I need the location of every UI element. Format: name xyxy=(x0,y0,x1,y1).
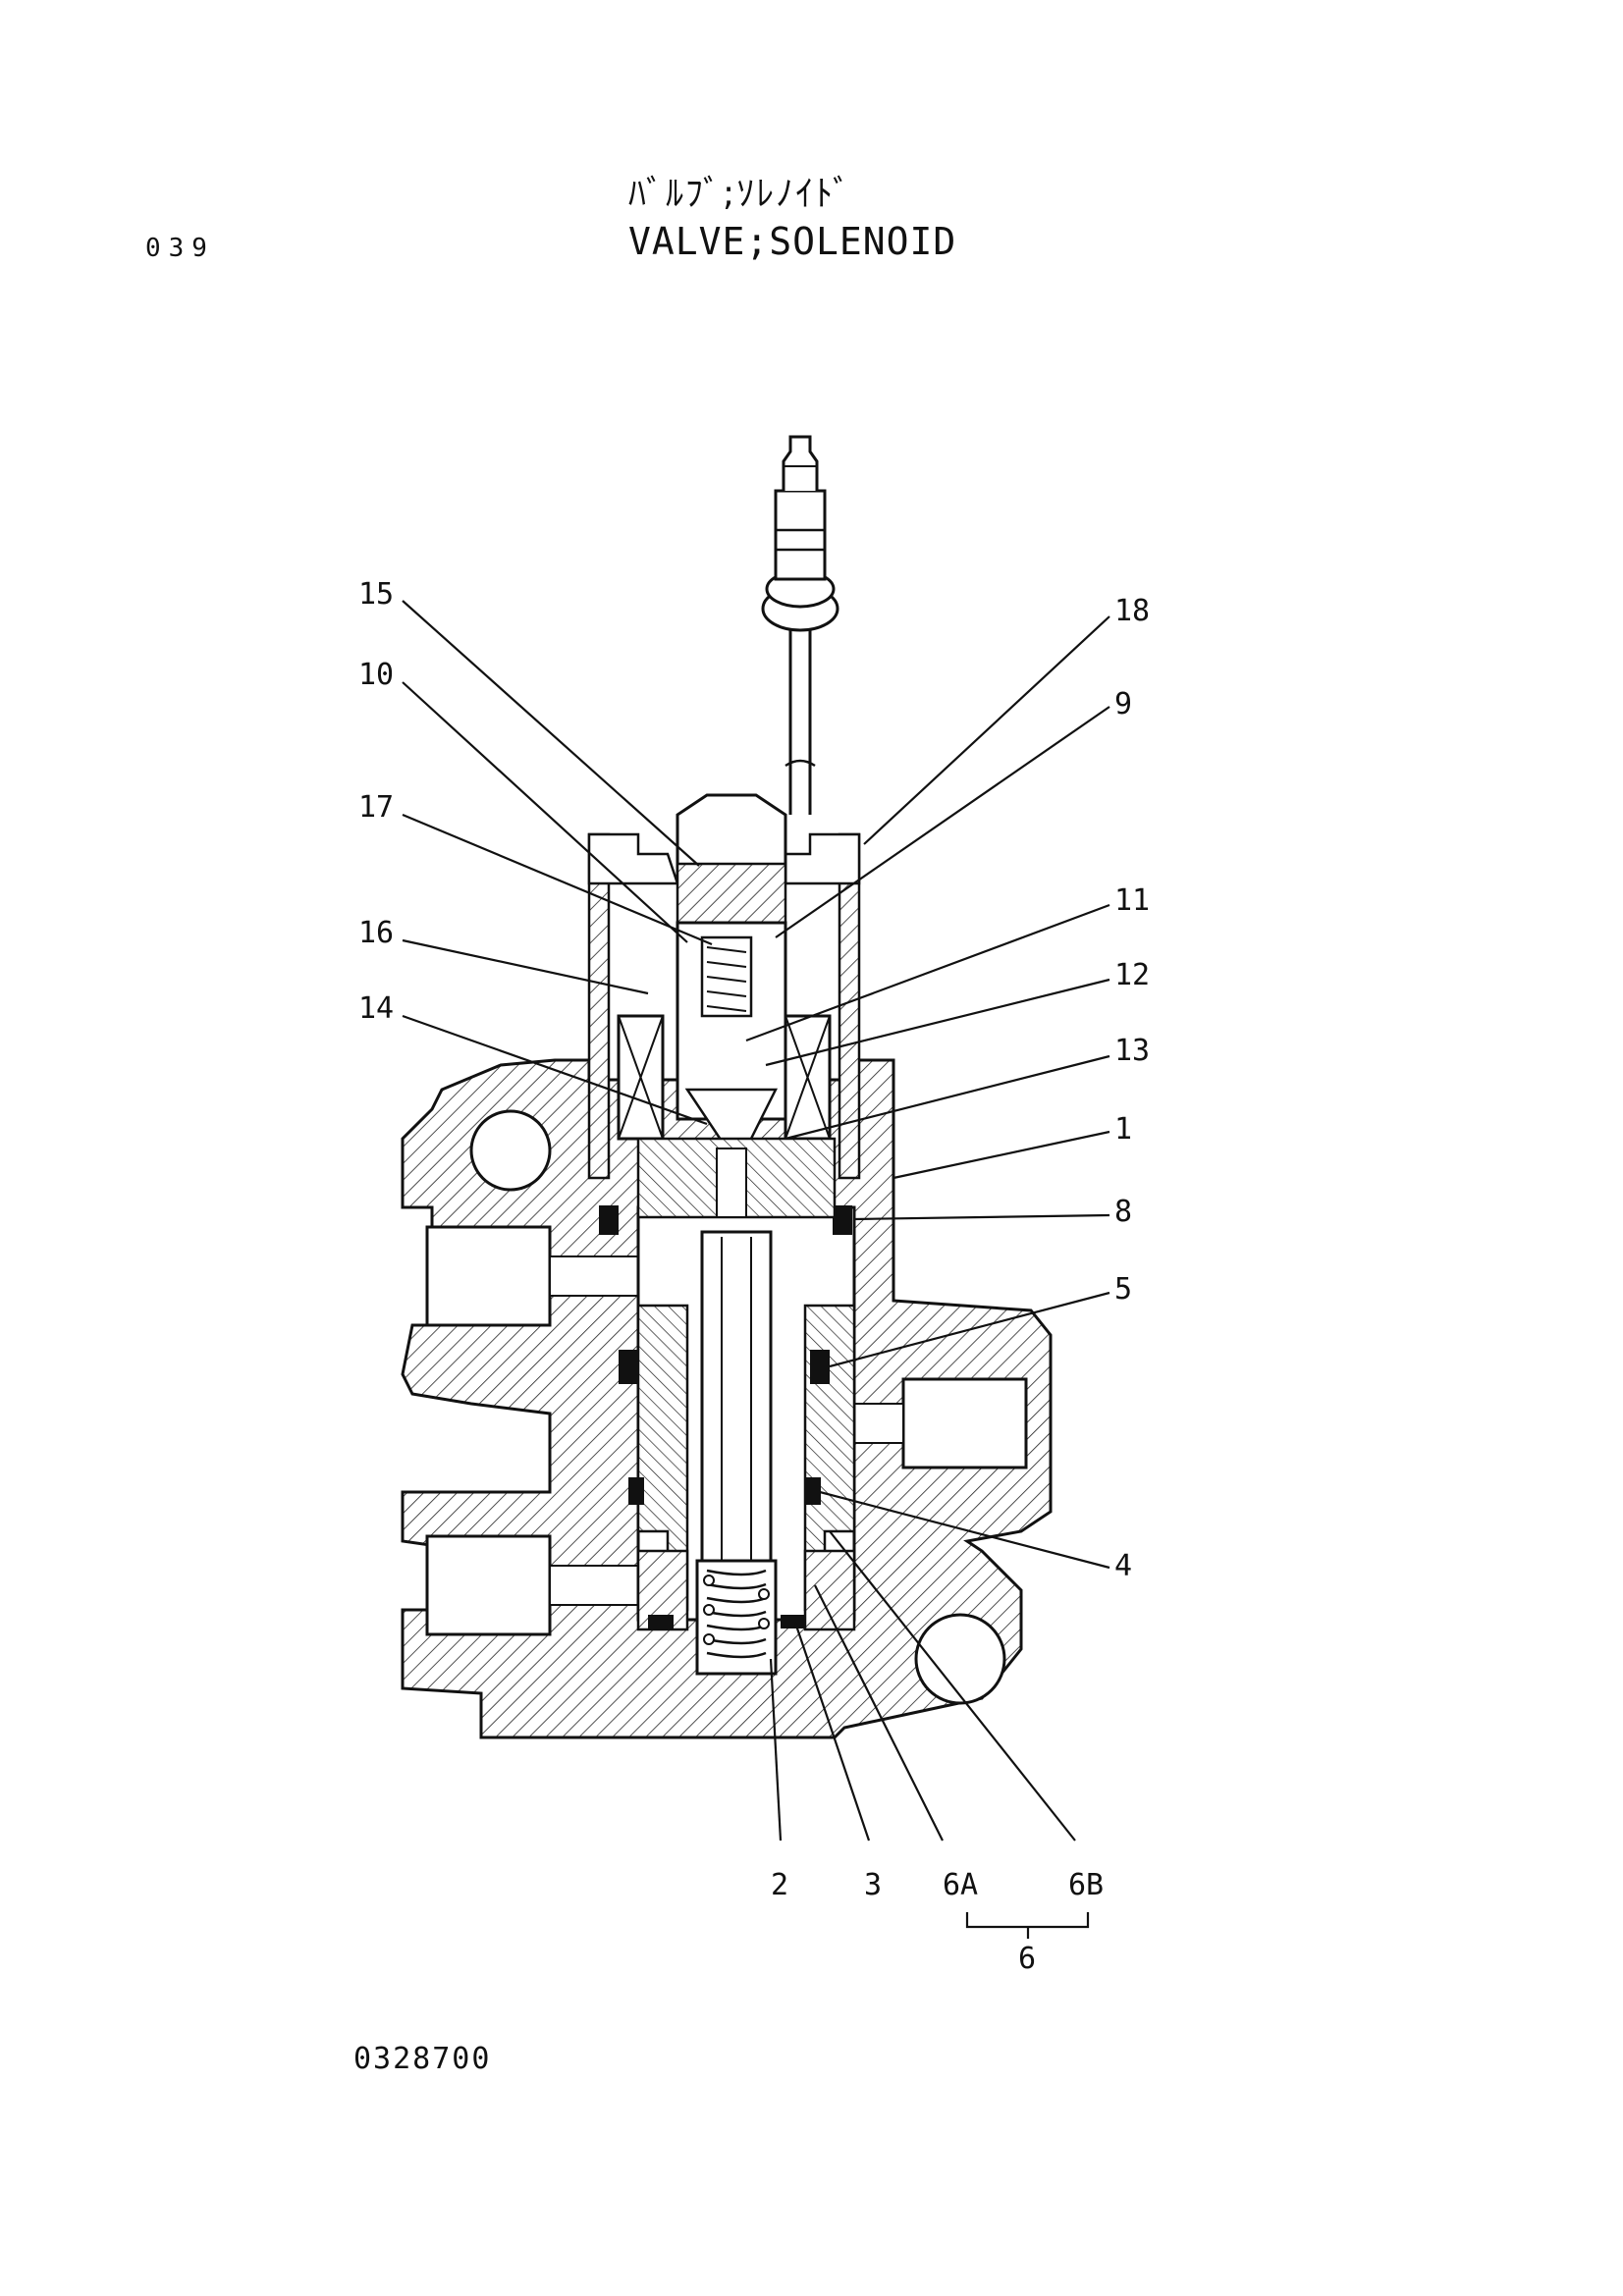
spool xyxy=(695,1230,778,1676)
o-ring-3-right xyxy=(781,1615,806,1629)
callout-11: 11 xyxy=(1114,883,1150,918)
bolt-hole-top xyxy=(469,1109,552,1192)
o-ring-5-right xyxy=(810,1350,830,1384)
callout-17: 17 xyxy=(358,790,394,825)
callout-3: 3 xyxy=(864,1868,882,1902)
callout-5: 5 xyxy=(1114,1272,1132,1307)
callout-labels: 15 10 17 16 14 18 9 11 12 13 1 8 5 4 2 3… xyxy=(358,577,1150,1976)
o-ring-3-left xyxy=(648,1615,674,1629)
o-ring-4-left xyxy=(628,1477,644,1505)
bolt-hole-bottom xyxy=(914,1613,1006,1705)
callout-1: 1 xyxy=(1114,1112,1132,1147)
title-japanese: ﾊﾞﾙﾌﾞ;ｿﾚﾉｲﾄﾞ xyxy=(628,174,853,214)
callout-6: 6 xyxy=(1018,1942,1036,1976)
callout-9: 9 xyxy=(1114,687,1132,721)
solenoid-housing xyxy=(587,793,861,1219)
callout-6B: 6B xyxy=(1068,1868,1104,1902)
o-ring-4-right xyxy=(805,1477,821,1505)
spring-bottom xyxy=(703,1569,770,1659)
callout-14: 14 xyxy=(358,991,394,1026)
callout-8: 8 xyxy=(1114,1195,1132,1229)
callout-4: 4 xyxy=(1114,1549,1132,1583)
callout-12: 12 xyxy=(1114,958,1150,992)
lead-wire-connector xyxy=(761,435,839,815)
callout-16: 16 xyxy=(358,916,394,950)
leader-lines xyxy=(402,600,1110,1939)
callout-15: 15 xyxy=(358,577,394,612)
callout-6A: 6A xyxy=(943,1868,978,1902)
title-english: VALVE;SOLENOID xyxy=(628,220,957,263)
o-ring-8-right xyxy=(833,1205,852,1235)
callout-10: 10 xyxy=(358,658,394,692)
port-right xyxy=(901,1377,1028,1469)
callout-2: 2 xyxy=(771,1868,788,1902)
o-rings xyxy=(599,1205,852,1629)
o-ring-5-left xyxy=(619,1350,638,1384)
callout-18: 18 xyxy=(1114,594,1150,628)
page-number: 039 xyxy=(145,234,215,263)
drawing-number: 0328700 xyxy=(353,2042,492,2076)
port-lower-left xyxy=(425,1534,552,1636)
callout-13: 13 xyxy=(1114,1034,1150,1068)
o-ring-8-left xyxy=(599,1205,619,1235)
port-upper-left xyxy=(425,1225,552,1327)
